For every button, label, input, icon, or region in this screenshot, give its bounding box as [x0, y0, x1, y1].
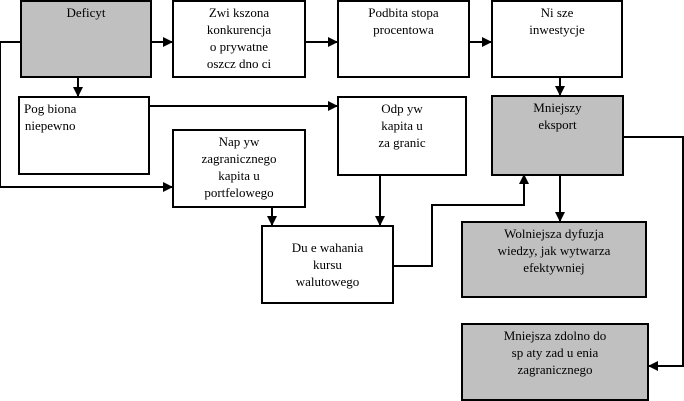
node-label: Pog biona niepewno [24, 101, 77, 133]
node-label: Nap yw zagranicznego kapita u portfelowe… [201, 134, 277, 200]
node-label: Wolniejsza dyfuzja wiedzy, jak wytwarza … [497, 226, 611, 275]
node-mniejszy-eksport: Mniejszy eksport [491, 95, 624, 176]
node-nizsze-inwestycje: Ni sze inwestycje [491, 0, 623, 78]
arrow-eksport-to-zdolnosc [624, 136, 684, 371]
node-poglebiona-niepewnosc: Pog biona niepewno [18, 96, 150, 175]
arrow-deficyt-to-naplyw [0, 41, 173, 192]
node-label: Podbita stopa procentowa [368, 5, 439, 37]
node-zwiekszona-konkurencja: Zwi kszona konkurencja o prywatne oszcz … [172, 0, 306, 78]
node-deficyt: Deficyt [20, 0, 152, 78]
node-duze-wahania: Du e wahania kursu walutowego [261, 225, 394, 304]
node-podbita-stopa: Podbita stopa procentowa [337, 0, 470, 78]
node-wolniejsza-dyfuzja: Wolniejsza dyfuzja wiedzy, jak wytwarza … [461, 221, 647, 298]
node-naplyw-kapitalu: Nap yw zagranicznego kapita u portfelowe… [172, 129, 306, 208]
node-label: Du e wahania kursu walutowego [291, 240, 364, 289]
node-odplyw-kapitalu: Odp yw kapita u za granic [337, 96, 467, 176]
node-label: Deficyt [66, 5, 106, 20]
node-label: Odp yw kapita u za granic [378, 101, 426, 150]
node-label: Mniejsza zdolno do sp aty zad u enia zag… [503, 328, 607, 377]
node-mniejsza-zdolnosc: Mniejsza zdolno do sp aty zad u enia zag… [461, 323, 649, 401]
node-label: Zwi kszona konkurencja o prywatne oszcz … [206, 5, 272, 71]
node-label: Mniejszy eksport [533, 100, 582, 132]
arrow-wahania-to-eksport [394, 174, 529, 267]
node-label: Ni sze inwestycje [529, 5, 585, 37]
